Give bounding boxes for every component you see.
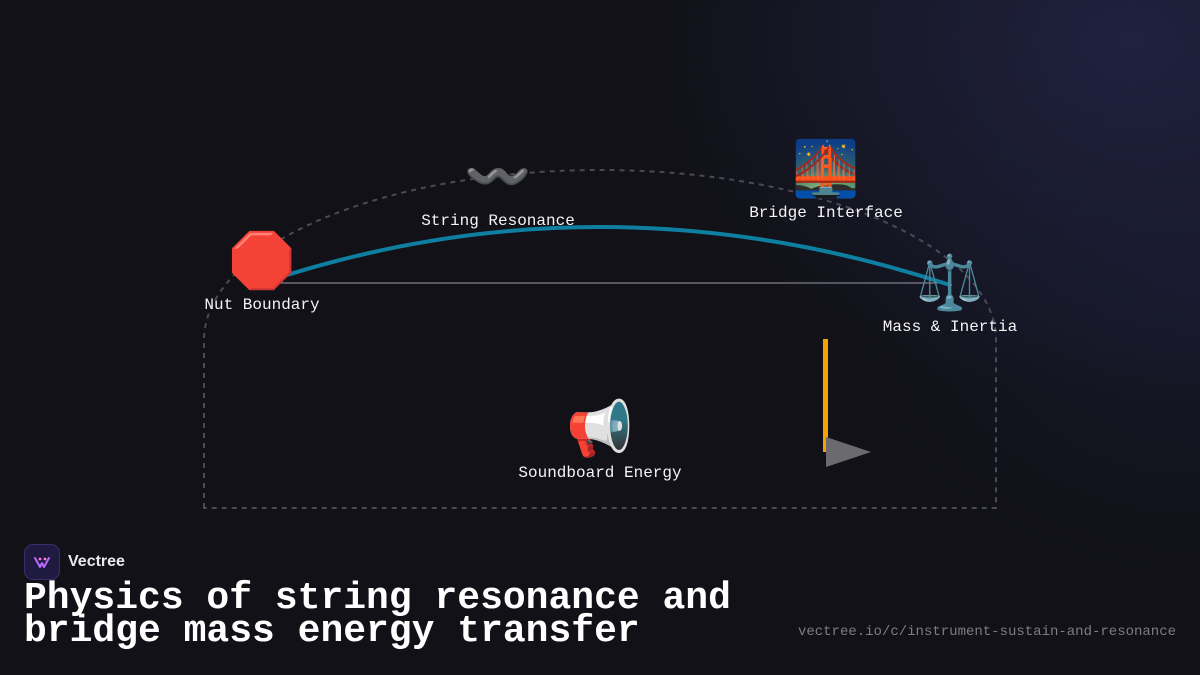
stop-sign-icon: 🛑	[228, 235, 296, 296]
wavy-line-icon: 〰️	[464, 151, 532, 212]
resonance-arc	[260, 225, 952, 287]
brand-name: Vectree	[68, 553, 125, 570]
node-bridge-interface: 🌉 Bridge Interface	[749, 143, 903, 223]
source-url[interactable]: vectree.io/c/instrument-sustain-and-reso…	[797, 624, 1176, 640]
arrow-marker	[826, 437, 871, 467]
node-label: String Resonance	[421, 212, 575, 230]
orange-bar	[823, 339, 828, 452]
node-label: Bridge Interface	[749, 204, 903, 222]
node-soundboard-energy: 📢 Soundboard Energy	[518, 403, 682, 483]
vectree-logo-icon	[24, 544, 60, 580]
node-label: Mass & Inertia	[882, 318, 1018, 336]
brand: Vectree	[24, 544, 125, 580]
page-title: Physics of string resonance and bridge m…	[24, 577, 731, 653]
dashed-outline	[203, 169, 997, 509]
node-nut-boundary: 🛑 Nut Boundary	[204, 235, 320, 315]
node-label: Soundboard Energy	[518, 464, 682, 482]
bridge-at-night-icon: 🌉	[792, 143, 860, 204]
node-label: Nut Boundary	[204, 296, 320, 314]
balance-scale-icon: ⚖️	[916, 257, 984, 318]
megaphone-icon: 📢	[566, 403, 634, 464]
node-mass-inertia: ⚖️ Mass & Inertia	[882, 257, 1018, 337]
node-string-resonance: 〰️ String Resonance	[421, 151, 575, 231]
